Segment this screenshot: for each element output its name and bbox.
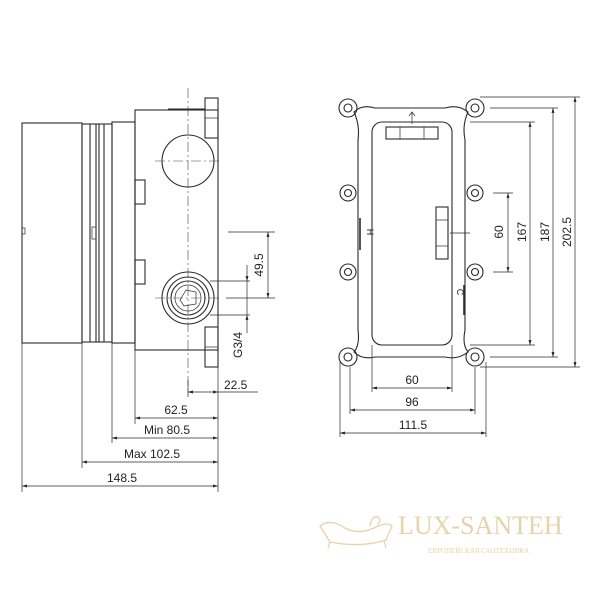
lux-santeh-logo: LUX-SANTEH ЕВРОПЕЙСКАЯ САНТЕХНИКА [319,511,563,555]
logo-name: LUX-SANTEH [398,511,563,540]
dim-max-102-5: Max 102.5 [124,447,180,461]
logo-tagline: ЕВРОПЕЙСКАЯ САНТЕХНИКА [428,547,529,555]
dim-187: 187 [538,222,552,242]
bathtub-icon [319,516,393,549]
hot-mark: H [365,229,375,236]
dim-60-vertical: 60 [492,225,506,239]
dim-62-5: 62.5 [164,403,188,417]
dim-111-5: 111.5 [399,418,428,432]
dim-96: 96 [405,395,419,409]
cold-mark: C [455,289,465,296]
dim-148-5: 148.5 [107,471,137,485]
valve-body [134,109,219,351]
cover-cylinder [21,122,83,344]
dim-60-horizontal: 60 [405,373,419,387]
dim-49-5: 49.5 [252,253,266,277]
mounting-holes [338,98,485,367]
dim-167: 167 [515,222,529,242]
dim-min-80-5: Min 80.5 [144,423,190,437]
depth-rings [81,123,113,343]
dim-22-5: 22.5 [224,378,248,392]
collar [111,121,136,344]
dim-g3-4: G3/4 [231,332,245,358]
dim-202-5: 202.5 [560,217,574,247]
inner-opening [371,121,453,346]
side-view: 49.5 G3/4 22.5 62.5 Min 80.5 Max 102.5 1… [21,88,275,492]
front-view: H C 202.5 187 167 60 60 96 111.5 [338,96,580,437]
